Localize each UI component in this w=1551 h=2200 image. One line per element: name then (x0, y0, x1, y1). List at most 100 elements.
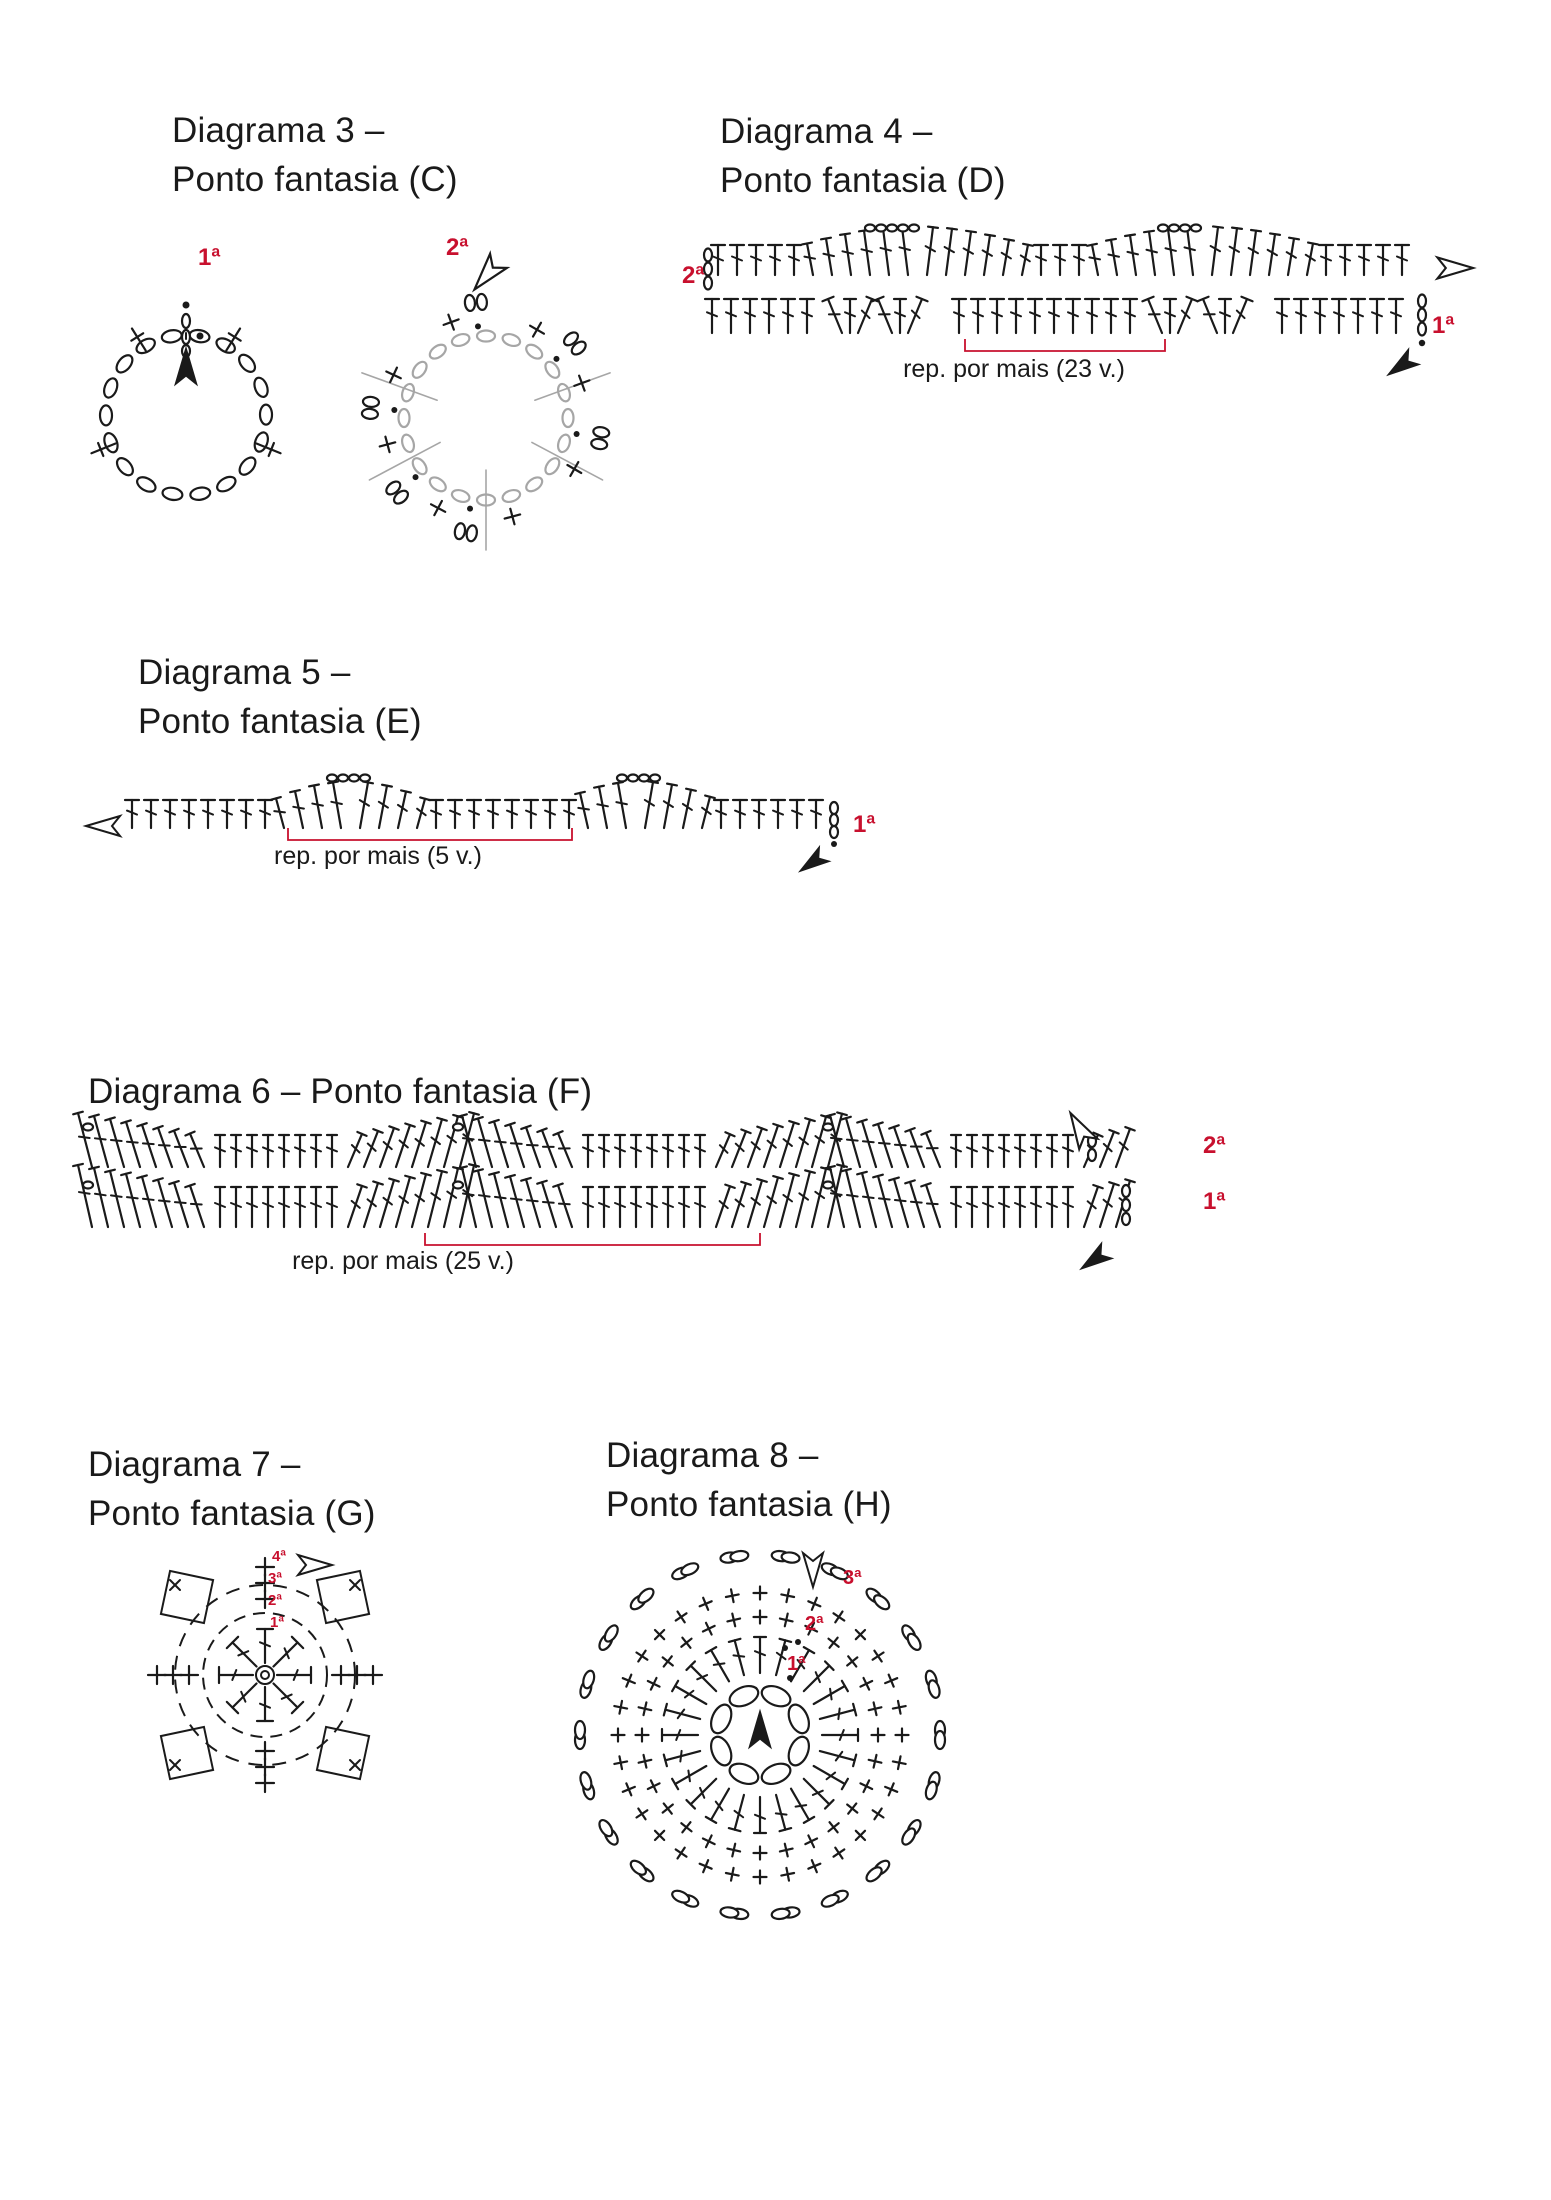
slanted-treble (840, 1115, 862, 1169)
treble-stitch (427, 798, 445, 830)
slanted-treble (819, 236, 835, 277)
picot-chain (590, 437, 609, 451)
slanted-treble (872, 1121, 894, 1169)
single-crochet (780, 1588, 796, 1604)
diagram-4-title: Diagrama 4 – Ponto fantasia (D) (720, 107, 1006, 205)
diagram-7-row-2-label: 2ª (268, 1592, 282, 1609)
treble-stitch (727, 1637, 746, 1677)
slanted-treble (472, 1116, 494, 1169)
treble-stitch (1032, 243, 1050, 277)
picot-chain (671, 1889, 691, 1904)
picot-chain (629, 1859, 647, 1876)
slanted-treble (168, 1179, 190, 1229)
chain-stitch (760, 1762, 792, 1786)
chain-stitch (451, 1122, 465, 1132)
single-crochet (870, 1727, 886, 1743)
slanted-treble (943, 227, 959, 277)
slanted-treble (120, 1119, 142, 1169)
corner-loop (315, 1725, 371, 1781)
previous-chain-stitch (501, 332, 522, 348)
slip-stitch (391, 406, 398, 413)
treble-stitch (597, 1185, 611, 1229)
slanted-treble (1019, 242, 1035, 277)
treble-stitch (245, 1185, 259, 1229)
single-crochet (807, 1859, 822, 1874)
diagram-8-title-line1: Diagrama 8 – (606, 1436, 819, 1475)
treble-stitch (677, 1185, 691, 1229)
diagram-3-title-line1: Diagrama 3 – (172, 111, 385, 150)
chain-stitch (81, 1180, 95, 1190)
slanted-treble (778, 1172, 800, 1229)
slanted-treble (456, 1165, 478, 1229)
single-crochet (894, 1727, 910, 1743)
slanted-treble (536, 1179, 558, 1229)
single-crochet (807, 1596, 822, 1611)
single-crochet (778, 1842, 794, 1858)
slanted-treble (700, 794, 716, 830)
previous-chain-stitch (400, 433, 416, 454)
previous-chain-stitch (544, 457, 561, 476)
single-crochet (871, 1649, 885, 1663)
chain-stitch (626, 773, 640, 783)
slip-stitch (412, 474, 419, 481)
single-crochet (698, 1859, 713, 1874)
previous-chain-stitch (501, 488, 522, 504)
diagram-5-title-line1: Diagrama 5 – (138, 653, 351, 692)
picot-chain (770, 1907, 791, 1921)
treble-stitch (769, 798, 787, 830)
chain-stitch (258, 403, 274, 426)
corner-loop (159, 1725, 215, 1781)
treble-stitch (645, 1133, 659, 1169)
treble-stitch (1061, 1185, 1075, 1229)
treble-stitch (225, 1635, 258, 1668)
diagram-3-round-1 (90, 301, 282, 502)
treble-stitch (812, 1679, 849, 1706)
slanted-treble (552, 1130, 574, 1169)
picot-chain (780, 1551, 801, 1564)
chain-stitch (238, 456, 257, 476)
single-crochet (653, 1628, 666, 1641)
chain-stitch (1416, 321, 1428, 337)
chain-stitch (874, 223, 888, 233)
treble-stitch (981, 1133, 995, 1169)
treble-stitch (503, 798, 521, 830)
chain-stitch (180, 312, 192, 330)
chain-stitch (1189, 223, 1203, 233)
single-crochet-x (169, 1579, 181, 1591)
slanted-treble (415, 796, 431, 830)
chain-stitch (215, 337, 236, 354)
treble-stitch (261, 1133, 275, 1169)
slanted-treble (378, 1177, 400, 1229)
slip-stitch (795, 1639, 801, 1645)
treble-stitch (217, 1665, 255, 1685)
treble-stitch (180, 798, 198, 830)
single-crochet (867, 1701, 883, 1717)
diagram-7-row-4-label: 4ª (272, 1548, 286, 1565)
slanted-treble (1104, 237, 1120, 277)
chain-stitch (648, 773, 662, 783)
slanted-treble (888, 1124, 910, 1169)
treble-stitch (997, 1133, 1011, 1169)
single-crochet (701, 1834, 716, 1849)
chain-stitch (336, 773, 350, 783)
slanted-treble (838, 232, 854, 277)
treble-stitch (1102, 297, 1120, 335)
picot-chain (570, 340, 587, 356)
diagram-8-title: Diagrama 8 – Ponto fantasia (H) (606, 1431, 892, 1529)
single-crochet (832, 1610, 846, 1624)
treble-stitch (272, 1635, 305, 1668)
slanted-treble (857, 228, 873, 277)
previous-chain-stitch (428, 476, 447, 493)
slanted-treble (1247, 228, 1263, 277)
slip-stitch (474, 323, 481, 330)
next-row-arrow-icon (82, 814, 123, 838)
single-crochet (846, 1802, 859, 1815)
chain-stitch (253, 376, 269, 399)
single-crochet (726, 1842, 742, 1858)
treble-stitch (229, 1185, 243, 1229)
slanted-treble (643, 780, 660, 830)
picot-chain (453, 522, 467, 541)
chain-stitch (637, 773, 651, 783)
treble-stitch (766, 243, 784, 277)
single-crochet-x (349, 1759, 361, 1771)
